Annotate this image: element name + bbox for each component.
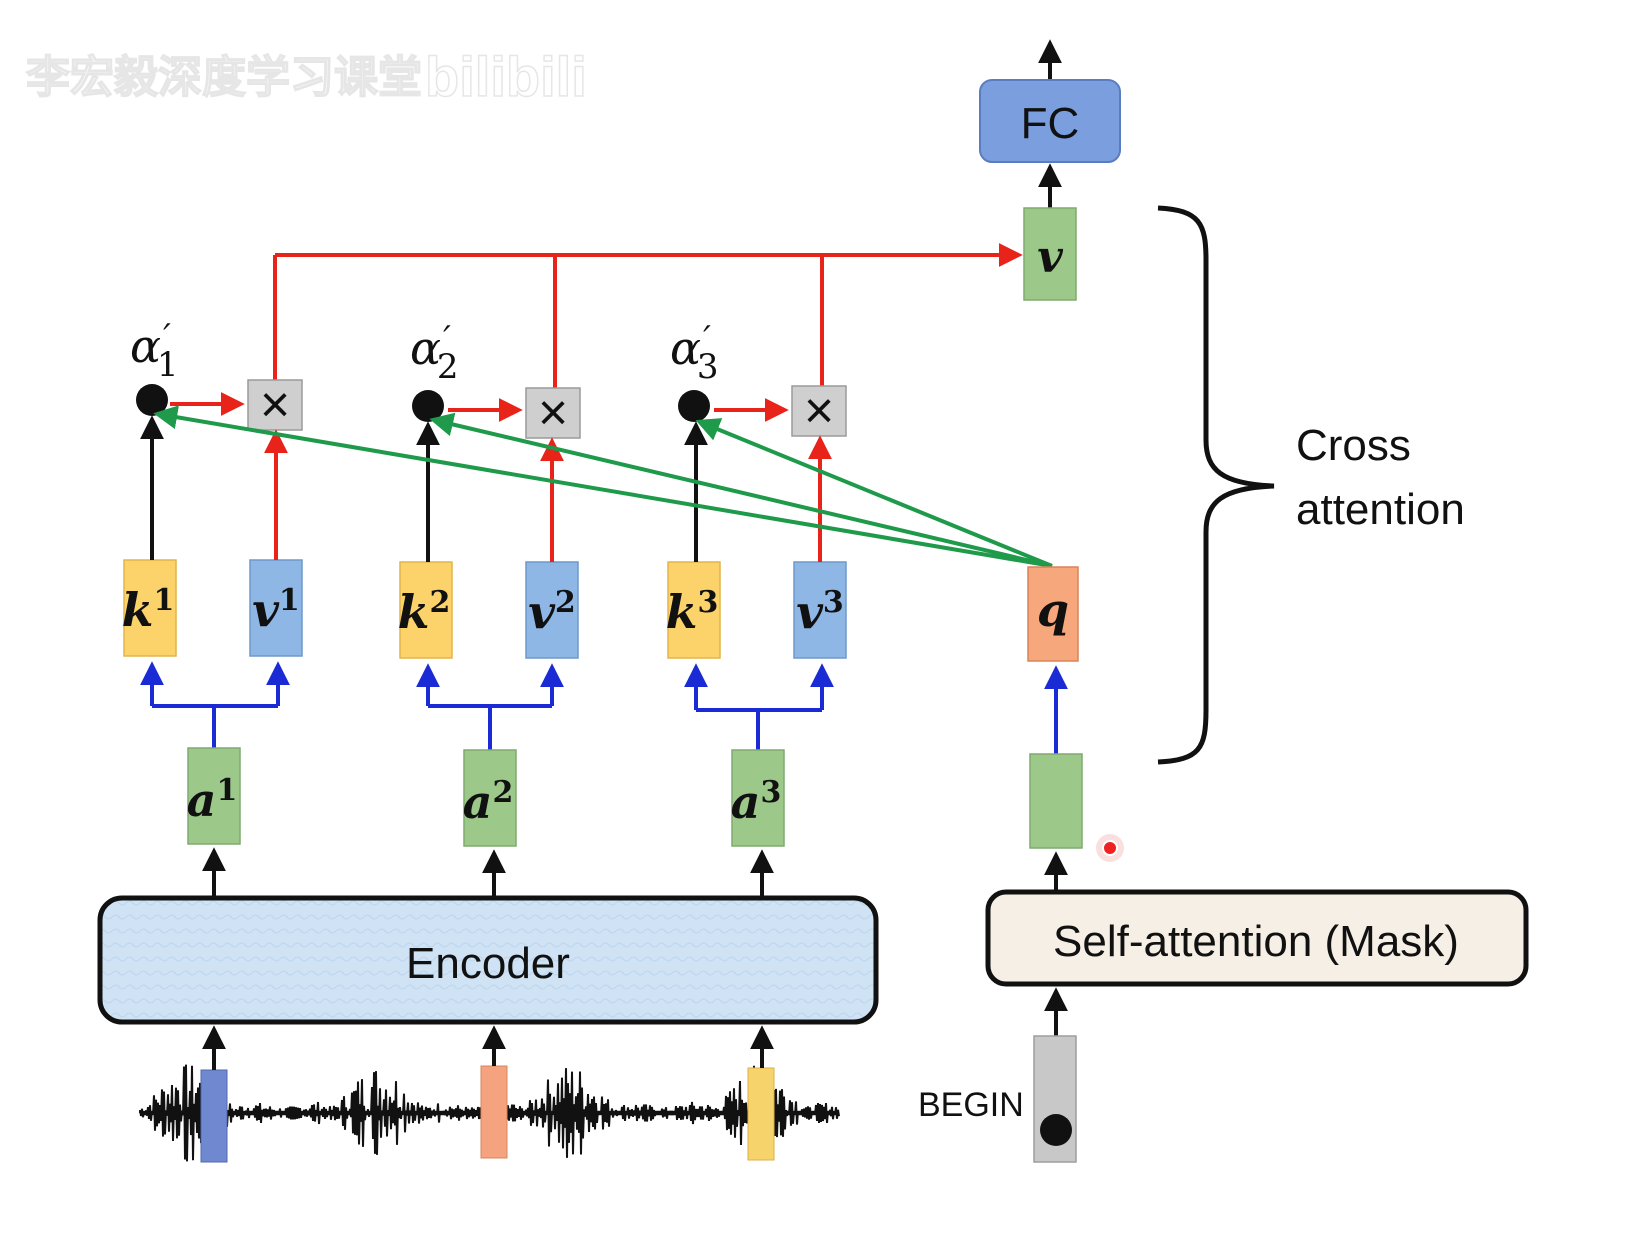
self-attention-block: Self-attention (Mask) [985, 851, 1529, 1036]
alpha-label-3: α′3 [670, 319, 718, 387]
begin-label: BEGIN [918, 1086, 1024, 1124]
encoder-box [97, 895, 879, 1025]
projection-split-1 [152, 704, 278, 748]
query-label: q [1037, 583, 1069, 637]
alpha-label-1: α′1 [130, 317, 178, 385]
encoder-output-box-1 [187, 747, 241, 845]
fc-block: FC [979, 39, 1121, 208]
kv-up-arrows [140, 415, 832, 562]
encoder-output-label-2: a2 [463, 775, 514, 829]
audio-waveform [139, 1064, 840, 1163]
cross-attention-label-line1: Cross [1296, 421, 1411, 470]
key-value-row: k1 v1 k2 v2 k3 v3 [122, 559, 847, 659]
watermark-text: 李宏毅深度学习课堂 [26, 52, 422, 102]
multiply-box-3 [791, 385, 847, 437]
begin-dot-icon [1040, 1114, 1072, 1146]
encoder-label: Encoder [406, 939, 570, 988]
cross-attention-annotation: Cross attention [1157, 205, 1465, 765]
encoder-output-box-3 [731, 749, 785, 847]
encoder-block: Encoder [97, 895, 879, 1025]
key-box-1 [123, 559, 177, 657]
weighted-sum-lines [273, 243, 1023, 388]
decoder-output-box [1029, 753, 1083, 849]
watermark-logo: bilibili [425, 45, 587, 108]
multiply-box-2 [525, 387, 581, 439]
encoder-output-box-2 [463, 749, 517, 847]
attention-head-3: α′3 × [670, 319, 847, 440]
projection-connectors [140, 661, 834, 750]
fc-label: FC [1021, 99, 1080, 148]
score-dot-3 [678, 390, 710, 422]
query-score-lines [153, 405, 1053, 568]
value-box-1 [249, 559, 303, 657]
query-block: q [1027, 566, 1083, 849]
watermark: 李宏毅深度学习课堂 bilibili [25, 44, 587, 109]
value-box-2 [525, 561, 579, 659]
cross-attention-label-line2: attention [1296, 485, 1465, 534]
query-to-dot-2 [429, 412, 1053, 568]
encoder-up-arrows [202, 847, 774, 898]
key-label-1: k1 [122, 583, 175, 637]
key-box-2 [399, 561, 453, 659]
encoder-output-label-1: a1 [187, 773, 238, 827]
input-up-arrows [202, 1025, 774, 1070]
self-attention-box [985, 889, 1529, 987]
output-v-box [1023, 207, 1077, 301]
waveform-marker-1 [200, 1069, 228, 1163]
waveform-marker-3 [747, 1067, 775, 1161]
encoder-output-row: a1 a2 a3 [187, 747, 785, 847]
encoder-output-label-3: a3 [731, 775, 782, 829]
query-box [1027, 566, 1079, 662]
waveform-marker-2 [480, 1065, 508, 1159]
multiply-icon: × [804, 382, 834, 440]
key-box-3 [667, 561, 721, 659]
output-v-label: v [1037, 232, 1063, 283]
projection-split-2 [428, 704, 552, 750]
self-attention-label: Self-attention (Mask) [1053, 917, 1459, 966]
multiply-box-1 [247, 379, 303, 431]
multiply-icon: × [538, 384, 568, 442]
begin-token: BEGIN [918, 1035, 1077, 1163]
attention-head-1: α′1 × [130, 317, 303, 434]
right-brace-icon [1157, 205, 1275, 765]
attention-head-2: α′2 × [410, 319, 581, 442]
key-label-3: k3 [666, 585, 719, 639]
key-label-2: k2 [398, 585, 451, 639]
value-label-1: v1 [252, 583, 300, 637]
value-label-3: v3 [796, 585, 844, 639]
value-label-2: v2 [528, 585, 576, 639]
query-to-dot-1 [153, 405, 1053, 568]
laser-pointer-icon [1096, 834, 1124, 862]
fc-box [979, 79, 1121, 163]
output-v-block: v [1023, 207, 1077, 301]
query-to-dot-3 [695, 418, 1053, 568]
multiply-icon: × [260, 376, 290, 434]
value-box-3 [793, 561, 847, 659]
score-dot-2 [412, 390, 444, 422]
laser-pointer-dot [1102, 840, 1118, 856]
projection-split-3 [696, 708, 822, 750]
alpha-label-2: α′2 [410, 319, 458, 387]
score-dot-1 [136, 384, 168, 416]
